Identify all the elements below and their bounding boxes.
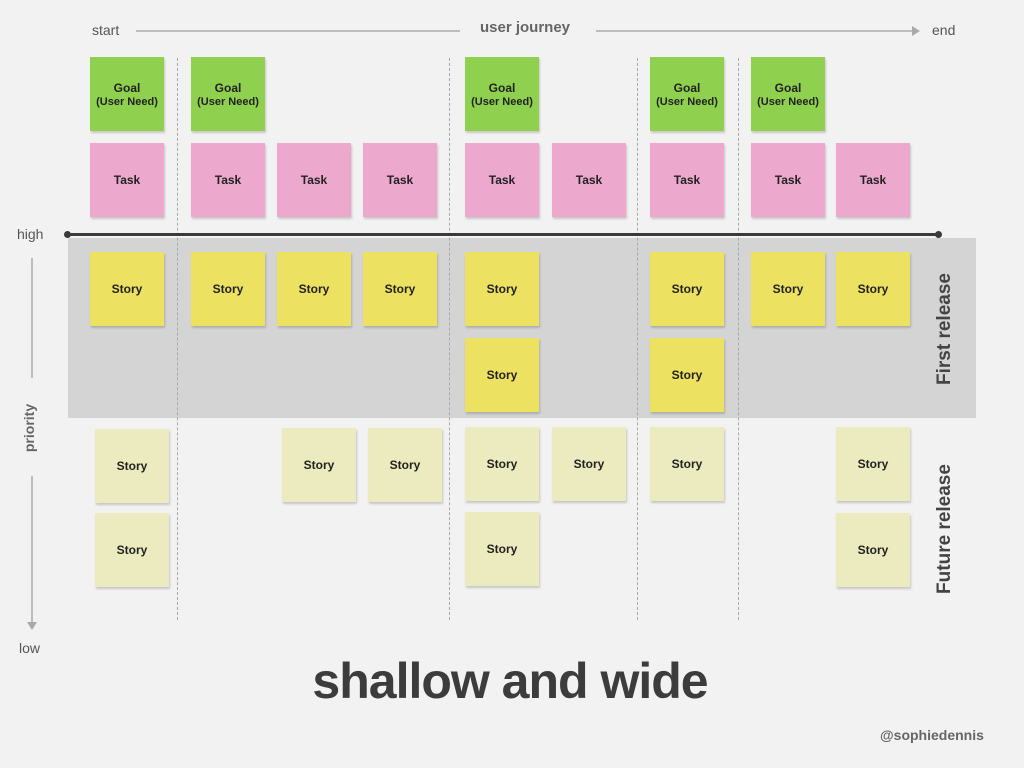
story-note-future-release[interactable]: Story	[650, 427, 724, 501]
story-note-future-release[interactable]: Story	[282, 428, 356, 502]
priority-arrow	[27, 258, 37, 630]
goal-note[interactable]: Goal (User Need)	[751, 57, 825, 131]
story-note-first-release[interactable]: Story	[836, 252, 910, 326]
story-note-future-release[interactable]: Story	[465, 427, 539, 501]
story-note-future-release[interactable]: Story	[552, 427, 626, 501]
journey-arrow-left-segment	[136, 30, 460, 32]
goal-note[interactable]: Goal (User Need)	[465, 57, 539, 131]
priority-high-label: high	[17, 226, 44, 242]
task-note[interactable]: Task	[751, 143, 825, 217]
goal-note[interactable]: Goal (User Need)	[650, 57, 724, 131]
journey-arrow-right-segment	[596, 26, 920, 36]
story-note-first-release[interactable]: Story	[650, 338, 724, 412]
journey-title: user journey	[480, 19, 571, 36]
story-note-future-release[interactable]: Story	[836, 427, 910, 501]
story-note-first-release[interactable]: Story	[751, 252, 825, 326]
task-note[interactable]: Task	[552, 143, 626, 217]
task-note[interactable]: Task	[363, 143, 437, 217]
task-note[interactable]: Task	[650, 143, 724, 217]
slide-title: shallow and wide	[312, 653, 708, 709]
author-credit: @sophiedennis	[880, 727, 984, 743]
task-note[interactable]: Task	[277, 143, 351, 217]
column-divider	[738, 58, 739, 620]
story-note-first-release[interactable]: Story	[465, 252, 539, 326]
story-note-first-release[interactable]: Story	[191, 252, 265, 326]
priority-low-label: low	[19, 640, 41, 656]
story-note-future-release[interactable]: Story	[465, 512, 539, 586]
journey-start-label: start	[92, 22, 120, 38]
arrowhead-down-icon	[27, 622, 37, 630]
first-release-label: First release	[934, 273, 955, 385]
task-note[interactable]: Task	[836, 143, 910, 217]
priority-title: priority	[20, 403, 37, 453]
task-note[interactable]: Task	[90, 143, 164, 217]
future-release-label: Future release	[934, 464, 955, 594]
story-note-first-release[interactable]: Story	[90, 252, 164, 326]
task-note[interactable]: Task	[465, 143, 539, 217]
story-note-first-release[interactable]: Story	[363, 252, 437, 326]
goal-note[interactable]: Goal (User Need)	[191, 57, 265, 131]
arrowhead-right-icon	[912, 26, 920, 36]
story-note-future-release[interactable]: Story	[95, 513, 169, 587]
column-divider	[637, 58, 638, 620]
story-note-first-release[interactable]: Story	[465, 338, 539, 412]
story-note-future-release[interactable]: Story	[95, 429, 169, 503]
goal-note[interactable]: Goal (User Need)	[90, 57, 164, 131]
priority-rule-line	[64, 231, 942, 238]
story-note-future-release[interactable]: Story	[836, 513, 910, 587]
column-divider	[449, 58, 450, 620]
column-divider	[177, 58, 178, 620]
story-note-first-release[interactable]: Story	[650, 252, 724, 326]
story-note-future-release[interactable]: Story	[368, 428, 442, 502]
story-note-first-release[interactable]: Story	[277, 252, 351, 326]
task-note[interactable]: Task	[191, 143, 265, 217]
journey-end-label: end	[932, 22, 956, 38]
